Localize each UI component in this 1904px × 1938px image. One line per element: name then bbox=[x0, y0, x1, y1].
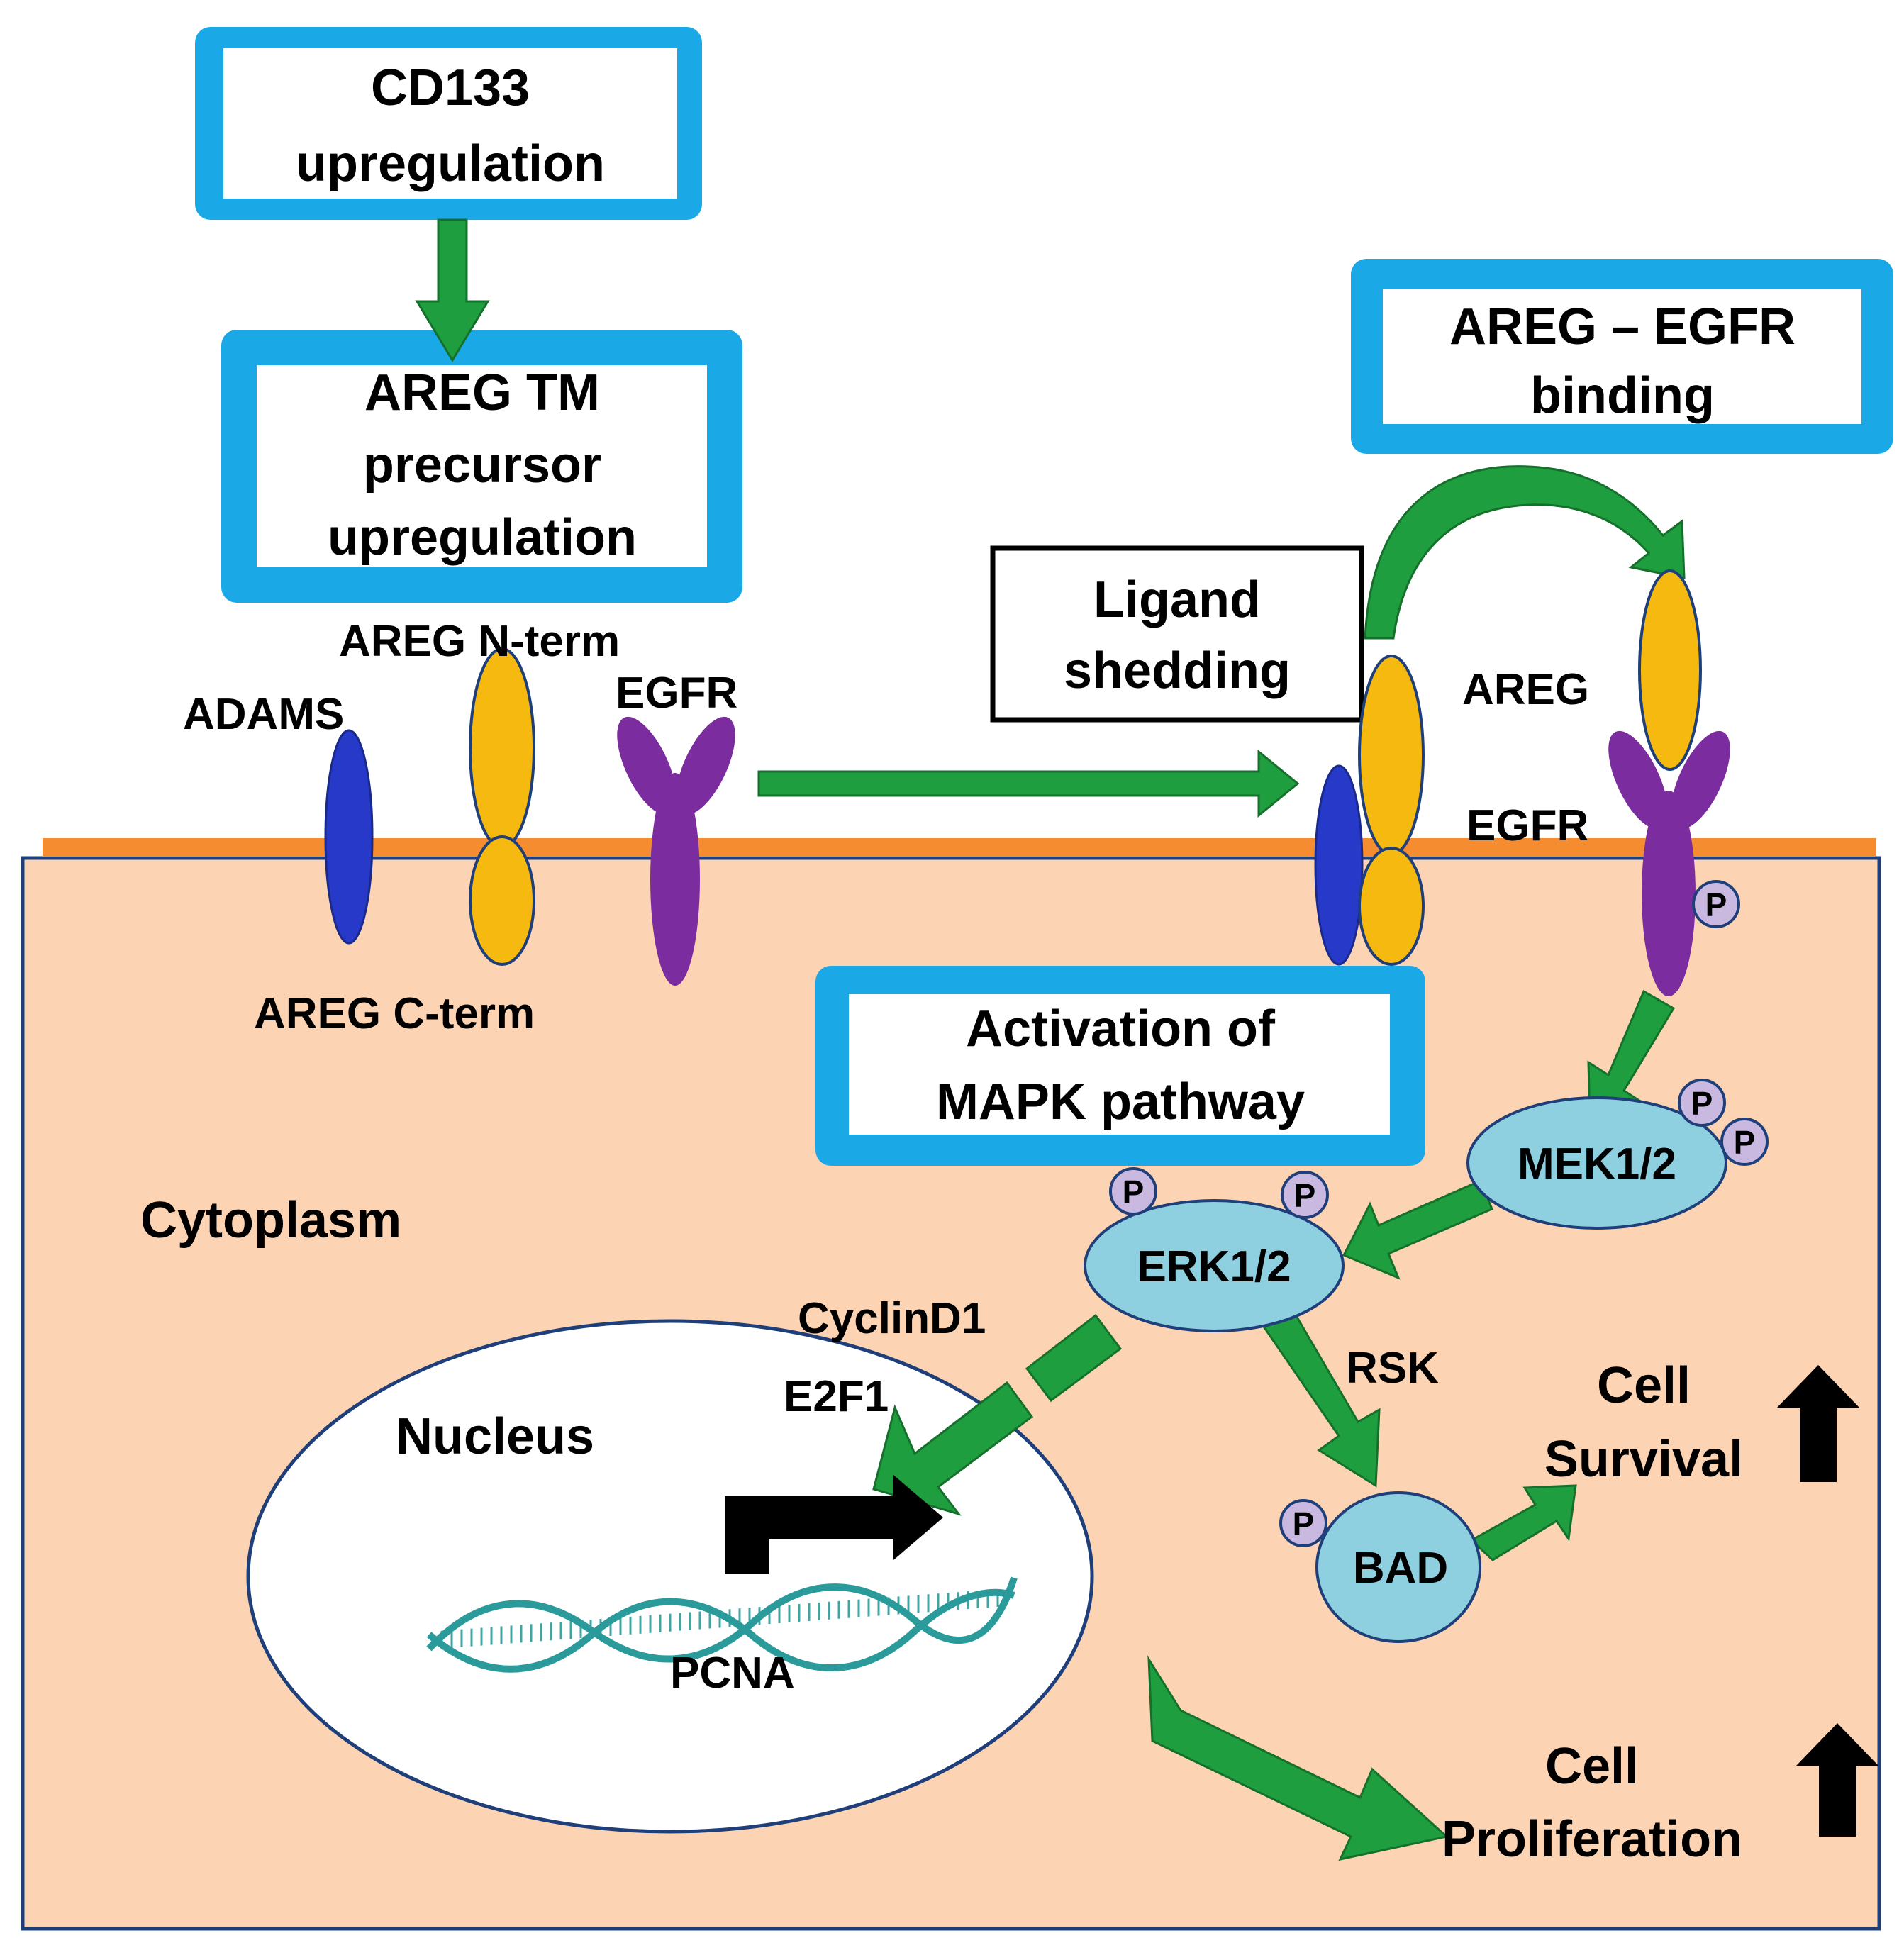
cell-proliferation-line-2: Proliferation bbox=[1442, 1811, 1742, 1868]
svg-text:P: P bbox=[1293, 1505, 1315, 1542]
ligand-box-line-2: shedding bbox=[1064, 642, 1291, 699]
areg-precursor-nterm bbox=[469, 647, 535, 849]
arrow-membrane-to-shedding bbox=[757, 749, 1300, 818]
areg-tm-box-line-3: upregulation bbox=[328, 509, 637, 566]
pcna-label: PCNA bbox=[670, 1649, 795, 1698]
mapk-activation-box: Activation of MAPK pathway bbox=[815, 966, 1425, 1166]
dna-helix-icon bbox=[426, 1576, 1018, 1673]
survival-up-arrow-icon bbox=[1777, 1365, 1859, 1482]
phospho-egfr: P bbox=[1692, 880, 1740, 928]
adams-protein bbox=[324, 729, 374, 945]
areg-tm-box-line-1: AREG TM bbox=[364, 364, 600, 421]
egfr-right-label: EGFR bbox=[1466, 801, 1588, 850]
areg-nterm-label: AREG N-term bbox=[339, 617, 620, 666]
areg-egfr-binding-box: AREG – EGFR binding bbox=[1351, 259, 1893, 454]
areg-shedding-nterm bbox=[1358, 655, 1425, 856]
cytoplasm-label: Cytoplasm bbox=[140, 1192, 401, 1249]
erk-label: ERK1/2 bbox=[1137, 1242, 1291, 1291]
mapk-box-line-2: MAPK pathway bbox=[936, 1074, 1305, 1130]
areg-egfr-box-line-2: binding bbox=[1530, 367, 1715, 424]
svg-text:P: P bbox=[1294, 1177, 1316, 1214]
svg-text:P: P bbox=[1705, 886, 1727, 923]
ligand-shedding-box: Ligand shedding bbox=[990, 545, 1364, 723]
cyclind1-label: CyclinD1 bbox=[798, 1294, 986, 1343]
areg-tm-box: AREG TM precursor upregulation bbox=[221, 330, 742, 603]
svg-text:P: P bbox=[1123, 1174, 1145, 1210]
nucleus-label: Nucleus bbox=[396, 1408, 594, 1465]
bad-label: BAD bbox=[1353, 1544, 1448, 1593]
proliferation-up-arrow-icon bbox=[1796, 1723, 1878, 1837]
adams-label: ADAMS bbox=[183, 690, 344, 739]
phospho-erk-1: P bbox=[1109, 1167, 1157, 1215]
transcription-start-arrow bbox=[725, 1475, 943, 1574]
arrow-erk-to-bad bbox=[1259, 1304, 1381, 1488]
areg-tm-box-line-2: precursor bbox=[363, 437, 601, 494]
rsk-label: RSK bbox=[1346, 1344, 1439, 1393]
svg-text:P: P bbox=[1734, 1124, 1756, 1161]
areg-shedding-cterm bbox=[1358, 847, 1425, 966]
cell-proliferation-line-1: Cell bbox=[1545, 1738, 1639, 1795]
cell-survival-line-2: Survival bbox=[1544, 1431, 1743, 1488]
nucleus-ellipse bbox=[246, 1319, 1094, 1834]
egfr-right-receptor bbox=[1608, 730, 1730, 996]
arrow-mek-to-erk bbox=[1342, 1179, 1493, 1280]
mek-label: MEK1/2 bbox=[1518, 1140, 1676, 1188]
cd133-box: CD133 upregulation bbox=[195, 27, 702, 220]
mapk-box-line-1: Activation of bbox=[966, 1001, 1276, 1057]
phospho-mek-1: P bbox=[1678, 1079, 1726, 1127]
phospho-erk-2: P bbox=[1281, 1171, 1329, 1219]
e2f1-label: E2F1 bbox=[784, 1372, 889, 1421]
arrow-erk-to-nucleus-a bbox=[1025, 1313, 1123, 1403]
mek-node: MEK1/2 bbox=[1466, 1096, 1727, 1230]
arrow-bad-to-survival bbox=[1469, 1484, 1577, 1561]
arrow-nucleus-to-proliferation bbox=[1147, 1655, 1449, 1861]
areg-bound-ligand bbox=[1638, 569, 1702, 771]
svg-text:P: P bbox=[1691, 1085, 1713, 1122]
arrow-cd133-to-areg bbox=[415, 218, 490, 362]
cd133-box-line-1: CD133 bbox=[371, 60, 530, 116]
cell-survival-line-1: Cell bbox=[1597, 1357, 1691, 1414]
adams-protein-shedding bbox=[1314, 764, 1364, 966]
phospho-mek-2: P bbox=[1720, 1118, 1769, 1166]
egfr-left-receptor bbox=[617, 716, 735, 986]
ligand-box-line-1: Ligand bbox=[1093, 572, 1261, 628]
erk-node: ERK1/2 bbox=[1084, 1199, 1345, 1332]
areg-cterm-label: AREG C-term bbox=[254, 989, 535, 1038]
areg-right-label: AREG bbox=[1462, 665, 1589, 714]
bad-node: BAD bbox=[1315, 1491, 1481, 1643]
phospho-bad: P bbox=[1279, 1499, 1327, 1547]
cell-membrane bbox=[43, 838, 1876, 857]
cd133-box-line-2: upregulation bbox=[296, 135, 605, 192]
egfr-left-label: EGFR bbox=[616, 669, 737, 718]
areg-precursor-cterm bbox=[469, 835, 535, 966]
arrow-curved-binding bbox=[1364, 465, 1686, 640]
areg-egfr-box-line-1: AREG – EGFR bbox=[1449, 299, 1796, 355]
